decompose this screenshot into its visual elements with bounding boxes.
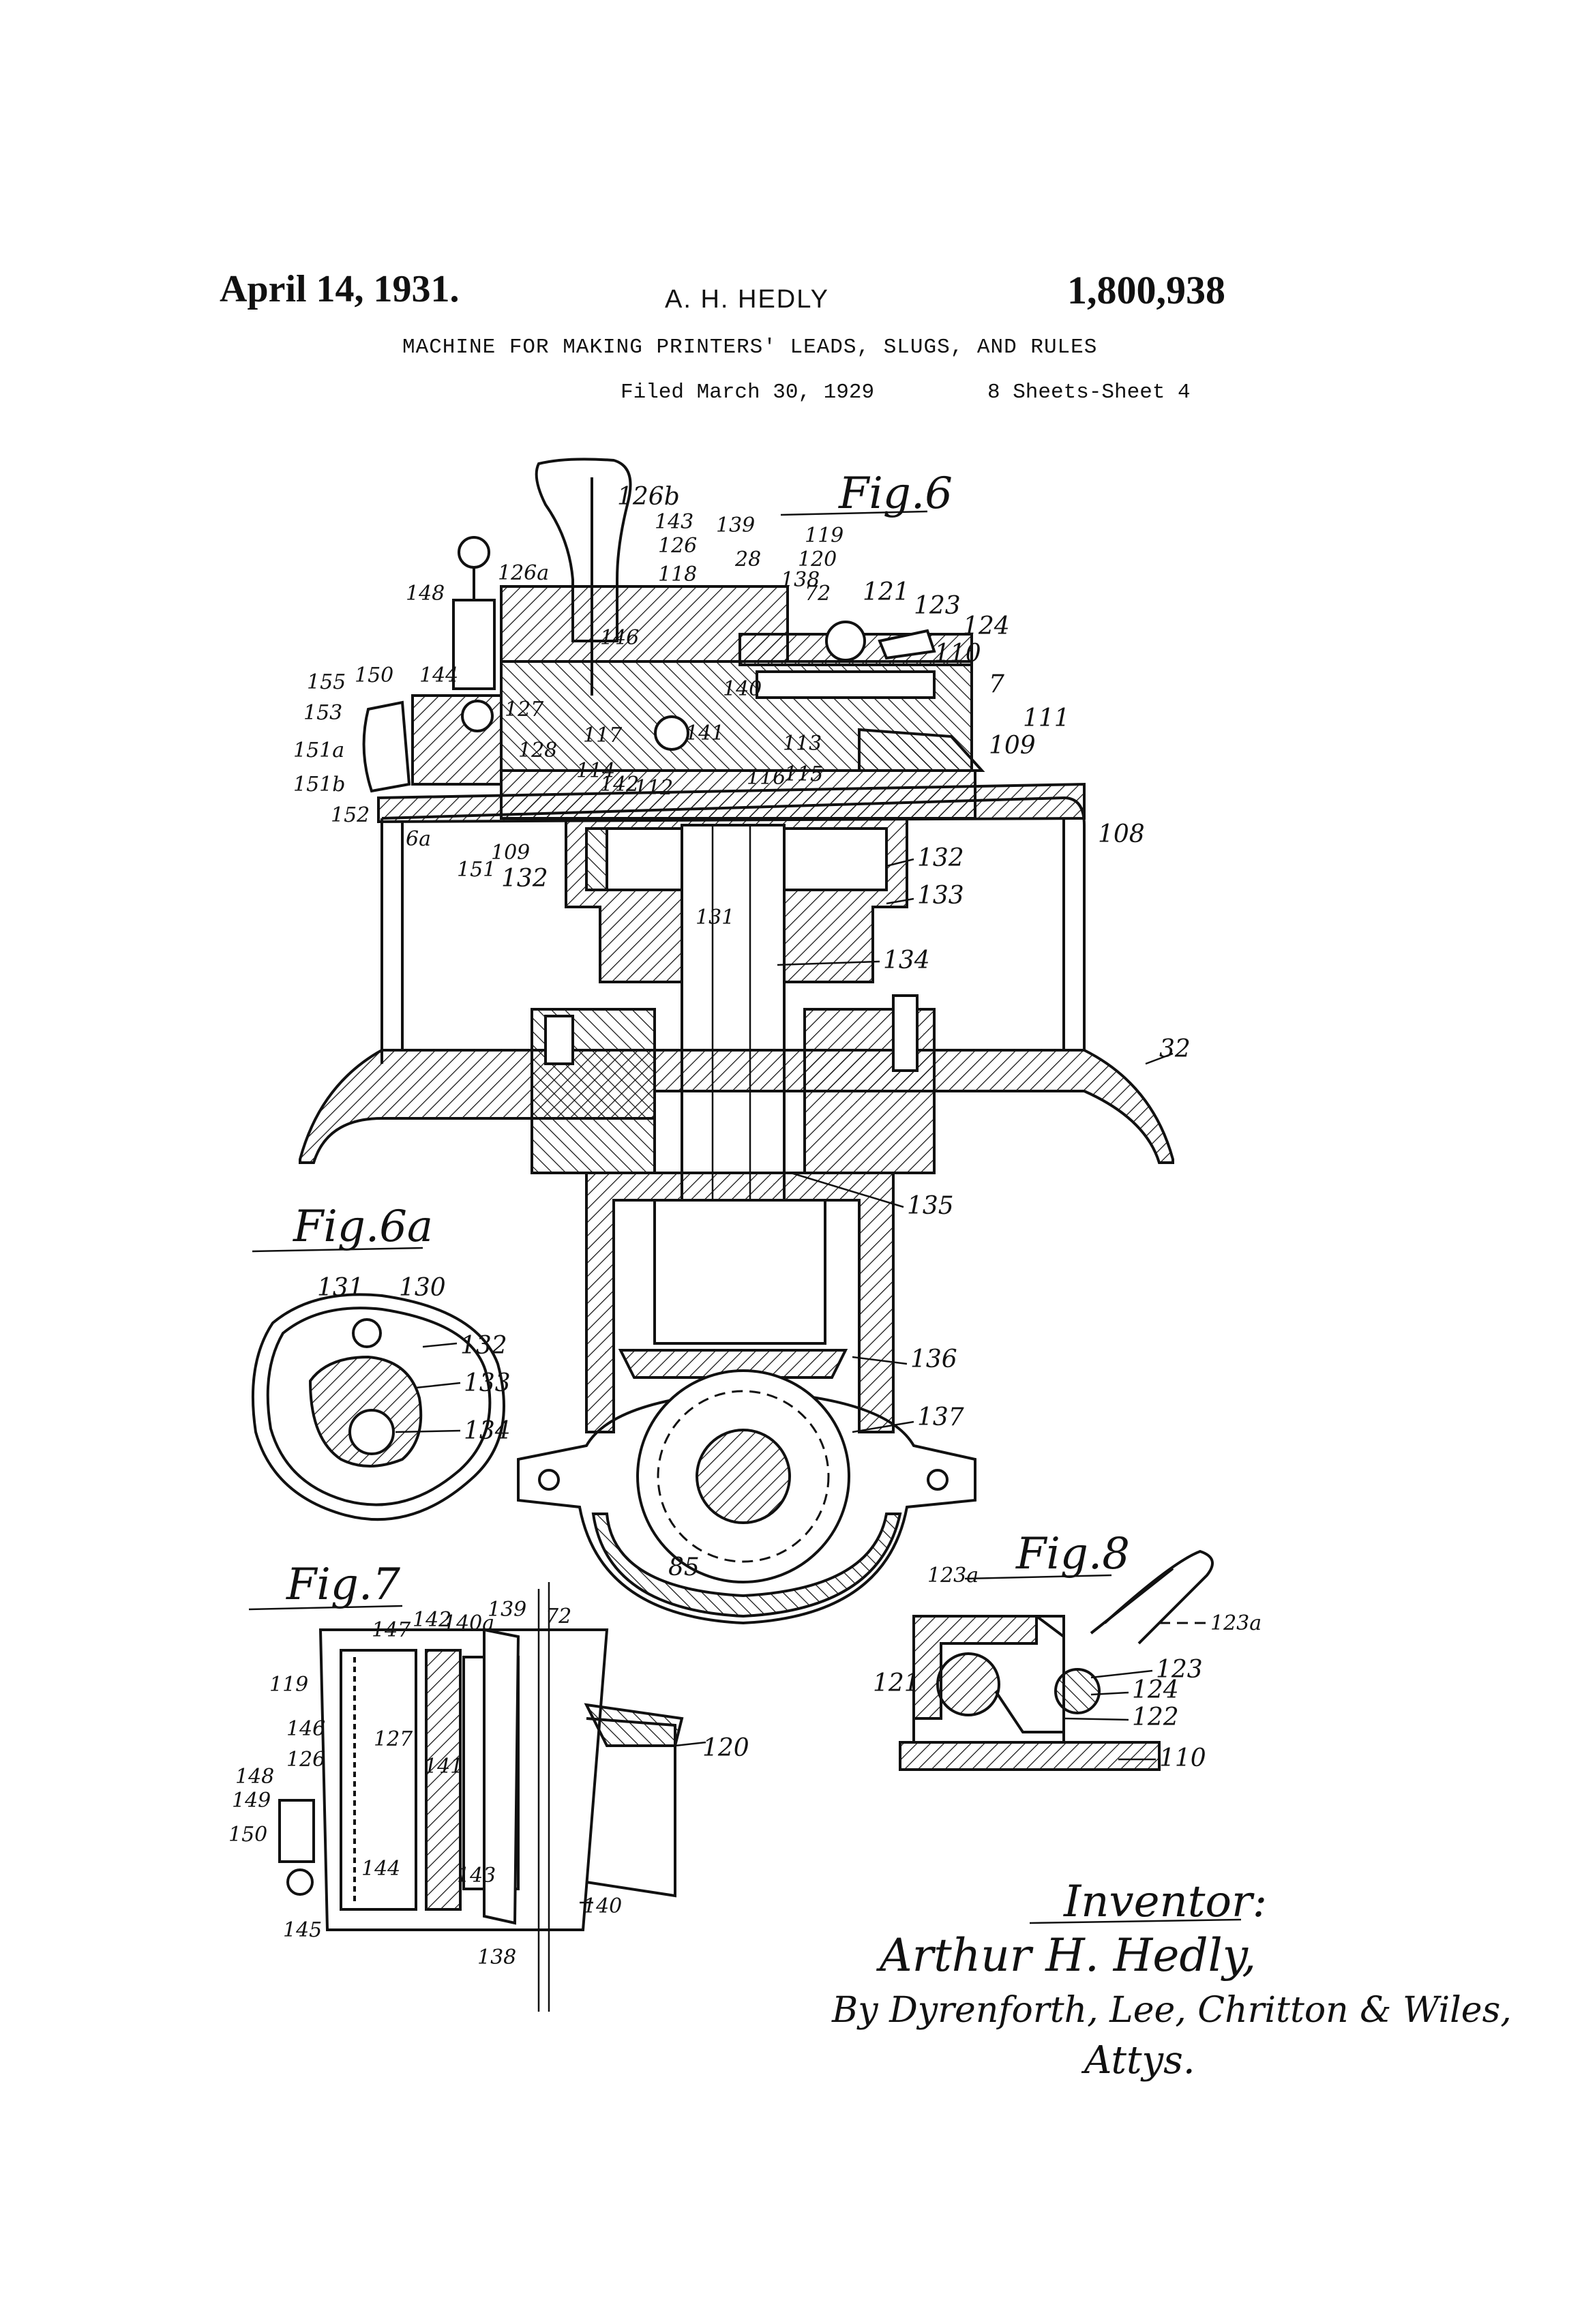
figure-7-title: Fig.7: [286, 1560, 400, 1610]
figure-6a-title: Fig.6a: [293, 1202, 433, 1252]
ref-label: 137: [917, 1403, 964, 1431]
ref-label: 152: [331, 803, 370, 827]
ref-label: 131: [696, 906, 734, 929]
ref-label: 126: [658, 534, 697, 558]
figure-8-title: Fig.8: [1015, 1529, 1130, 1579]
ref-label: 115: [784, 762, 823, 786]
ref-label: 85: [668, 1553, 700, 1581]
ref-label: 124: [1132, 1676, 1179, 1704]
ref-label: 120: [702, 1734, 749, 1762]
figure-7-drawing: Fig.7 147 142 140a 139 72 119 146 127 12…: [228, 1560, 749, 2012]
ref-label: 121: [873, 1669, 920, 1697]
ref-label: 130: [399, 1274, 446, 1302]
ref-label: 7: [989, 670, 1004, 698]
ref-label: 123a: [927, 1564, 979, 1588]
ref-label: 127: [505, 698, 544, 721]
ref-label: 144: [361, 1857, 400, 1881]
ref-label: 127: [374, 1727, 413, 1751]
ref-label: 123: [914, 592, 961, 620]
ref-label: 141: [685, 721, 724, 745]
ref-label: 111: [1023, 704, 1070, 732]
ref-label: 108: [1098, 820, 1145, 848]
ref-label: 32: [1159, 1035, 1191, 1063]
ref-label: 116: [747, 766, 786, 790]
ref-label: 135: [907, 1192, 954, 1220]
ref-label: 6a: [406, 827, 431, 851]
ref-label: 126a: [498, 561, 549, 585]
ref-label: 147: [372, 1618, 411, 1642]
ref-label: 133: [917, 882, 964, 910]
ref-label: 131: [317, 1274, 364, 1302]
signature-block: Inventor: Arthur H. Hedly, By Dyrenforth…: [831, 1877, 1512, 2083]
ref-label: 140: [583, 1894, 622, 1918]
ref-label: 112: [634, 776, 673, 800]
ref-label: 145: [283, 1918, 322, 1942]
ref-label: 118: [658, 563, 697, 586]
ref-label: 140a: [443, 1611, 494, 1635]
ref-label: 143: [457, 1864, 496, 1888]
ref-label: 138: [477, 1946, 516, 1969]
ref-label: 126b: [617, 483, 680, 511]
ref-label: 119: [269, 1673, 308, 1697]
ref-label: 109: [989, 732, 1036, 760]
ref-label: 139: [716, 513, 755, 537]
ref-label: 151a: [293, 739, 344, 762]
ref-label: 141: [424, 1755, 463, 1778]
ref-label: 146: [286, 1717, 325, 1741]
figure-6a-drawing: Fig.6a 131 130 132 133 134: [252, 1202, 511, 1519]
ref-label: 134: [883, 947, 930, 974]
ref-label: 136: [910, 1345, 957, 1373]
ref-label: 150: [355, 664, 393, 687]
ref-label: 149: [232, 1789, 271, 1813]
ref-label: 143: [655, 510, 693, 534]
ref-label: 151: [457, 858, 496, 882]
ref-label: 153: [303, 701, 342, 725]
ref-label: 28: [734, 548, 761, 571]
ref-label: 110: [1159, 1744, 1206, 1772]
ref-label: 155: [307, 670, 346, 694]
ref-label: 133: [464, 1369, 511, 1397]
ref-label: 119: [805, 524, 844, 548]
ref-label: 139: [488, 1598, 526, 1622]
ref-label: 148: [406, 582, 445, 606]
figure-6-drawing: [300, 459, 1173, 1623]
ref-label: 132: [501, 865, 548, 893]
ref-label: 140: [723, 677, 762, 701]
ref-label: 122: [1132, 1703, 1179, 1731]
inventor-signature: Arthur H. Hedly,: [876, 1929, 1256, 1982]
ref-label: 72: [546, 1605, 571, 1628]
ref-label: 109: [491, 841, 530, 865]
ref-label: 110: [934, 640, 981, 668]
ref-label: 132: [917, 844, 964, 872]
attorney-title: Attys.: [1081, 2038, 1195, 2083]
ref-label: 124: [963, 612, 1010, 640]
ref-label: 144: [419, 664, 458, 687]
ref-label: 134: [464, 1417, 511, 1445]
figure-8-drawing: Fig.8 123a 123a 121 123 124 122 110: [873, 1529, 1262, 1772]
ref-label: 151b: [293, 773, 345, 796]
ref-label: 113: [783, 732, 822, 756]
ref-label: 117: [583, 724, 623, 747]
ref-label: 123a: [1210, 1611, 1262, 1635]
ref-label: 121: [863, 578, 910, 606]
ref-label: 146: [600, 626, 639, 650]
ref-label: 128: [518, 739, 557, 762]
ref-label: 132: [460, 1332, 507, 1360]
attorney-line: By Dyrenforth, Lee, Chritton & Wiles,: [831, 1990, 1512, 2031]
ref-label: 72: [805, 582, 831, 606]
ref-label: 142: [600, 773, 639, 796]
ref-label: 148: [235, 1765, 274, 1789]
ref-label: 150: [228, 1823, 267, 1847]
ref-label: 126: [286, 1748, 325, 1772]
